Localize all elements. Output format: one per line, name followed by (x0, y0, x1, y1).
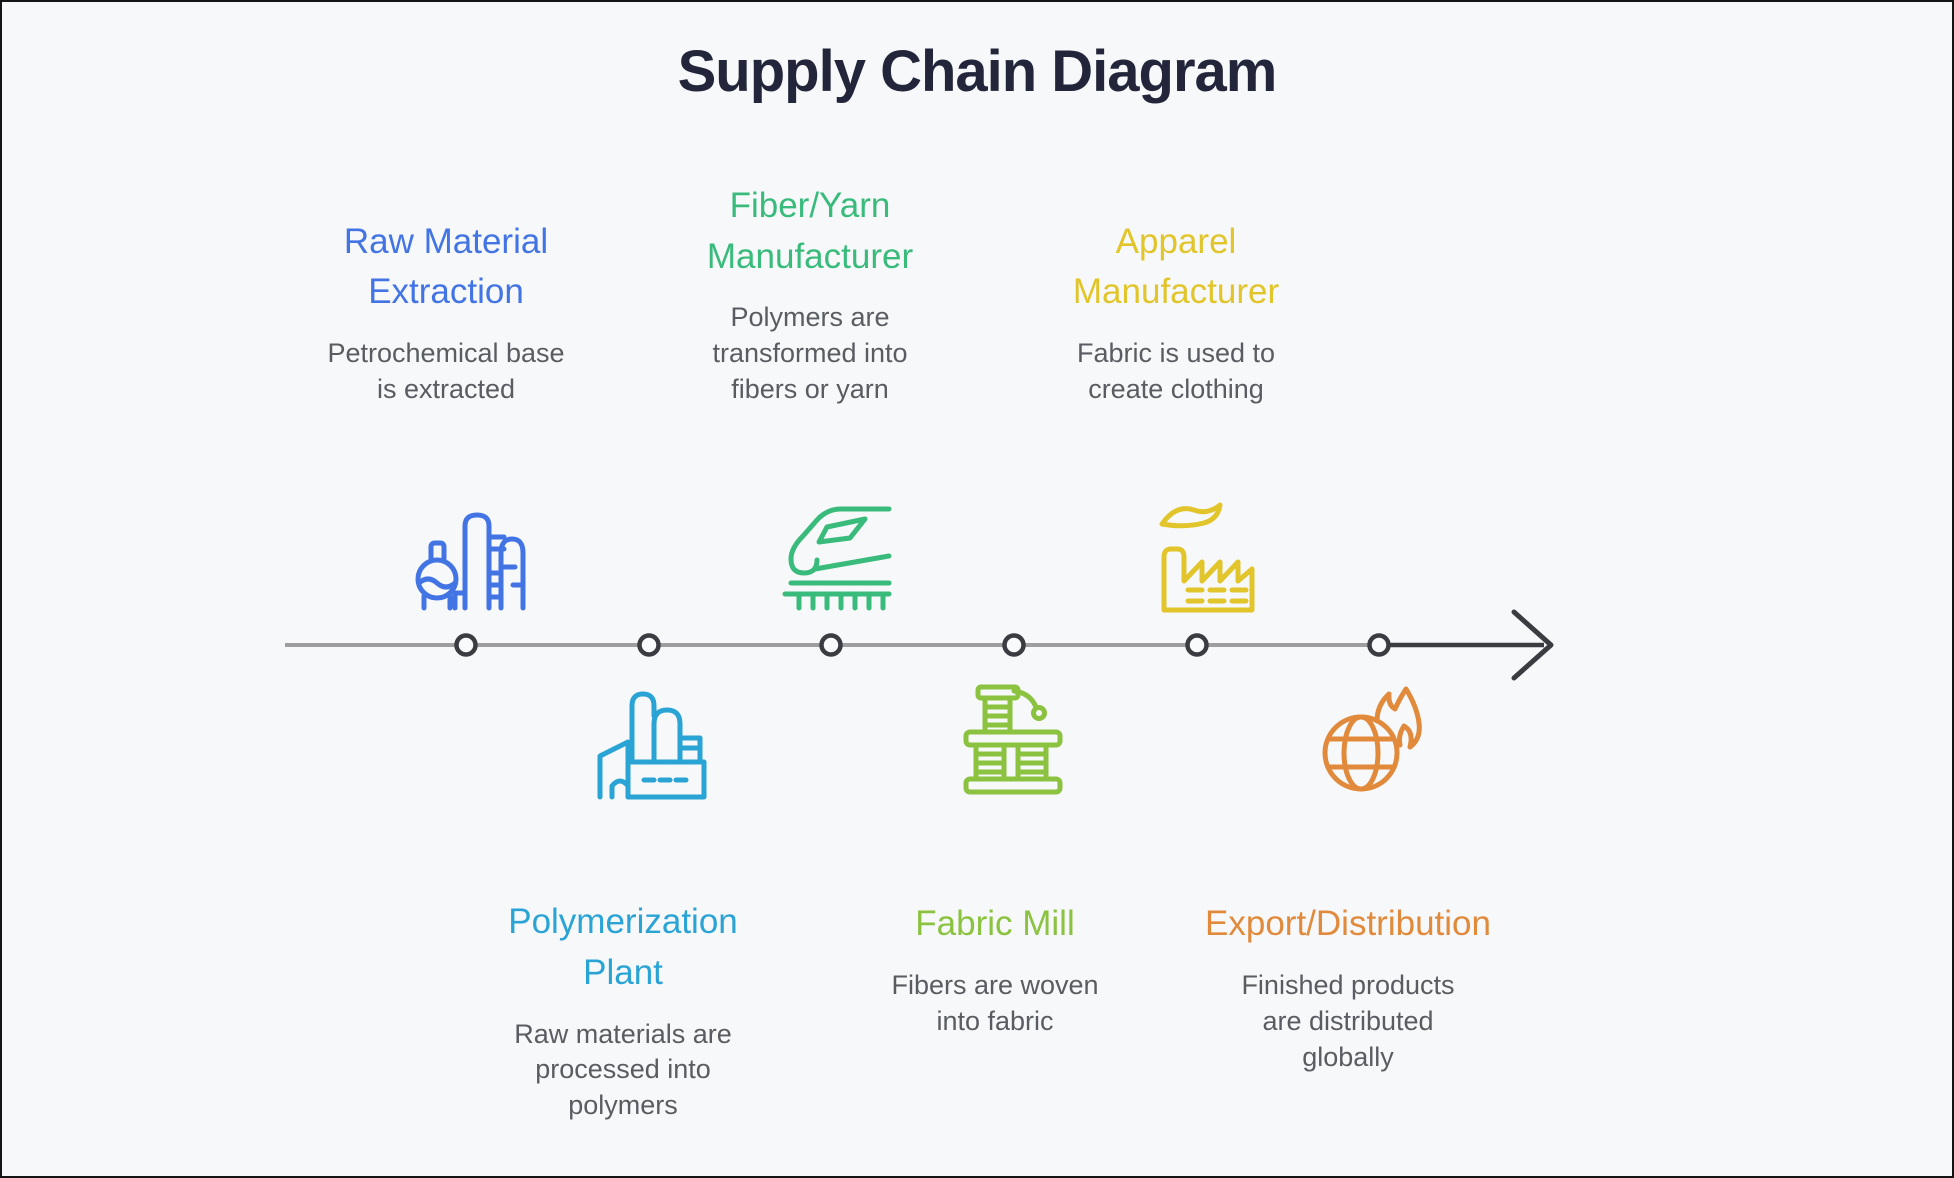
stage-description: Polymers are transformed into fibers or … (712, 302, 908, 405)
stage-raw-material-extraction: Raw Material Extraction Petrochemical ba… (256, 217, 636, 408)
loom-icon (958, 679, 1078, 799)
stage-description: Raw materials are processed into polymer… (514, 1018, 732, 1121)
stage-apparel-manufacturer: Apparel Manufacturer Fabric is used to c… (986, 217, 1366, 408)
oil-refinery-icon (409, 495, 529, 615)
stage-export-distribution: Export/Distribution Finished products ar… (1158, 899, 1538, 1075)
timeline-node-2 (637, 633, 661, 657)
stage-description: Petrochemical base is extracted (327, 338, 565, 405)
page-title: Supply Chain Diagram (677, 39, 1278, 104)
stage-description: Fabric is used to create clothing (1076, 338, 1276, 405)
timeline-node-1 (454, 633, 478, 657)
stage-title: Raw Material Extraction (343, 221, 549, 312)
timeline-node-3 (819, 633, 843, 657)
stage-polymerization-plant: Polymerization Plant Raw materials are p… (433, 897, 813, 1124)
timeline-node-4 (1002, 633, 1026, 657)
stage-description: Finished products are distributed global… (1241, 969, 1455, 1072)
stage-title: Export/Distribution (1205, 904, 1491, 943)
factory-icon (1148, 495, 1268, 615)
chemical-plant-icon (592, 682, 712, 802)
stage-title: Apparel Manufacturer (1072, 221, 1280, 312)
stage-title: Fiber/Yarn Manufacturer (706, 185, 914, 276)
stage-title: Fabric Mill (915, 904, 1075, 943)
timeline-node-6 (1367, 633, 1391, 657)
stage-fabric-mill: Fabric Mill Fibers are woven into fabric (805, 899, 1185, 1040)
timeline-node-5 (1185, 633, 1209, 657)
stage-description: Fibers are woven into fabric (891, 969, 1099, 1036)
fiber-extruder-icon (777, 493, 897, 613)
stage-fiber-yarn-manufacturer: Fiber/Yarn Manufacturer Polymers are tra… (620, 181, 1000, 408)
stage-title: Polymerization Plant (508, 902, 738, 992)
globe-flame-icon (1315, 675, 1435, 795)
timeline-arrowhead-icon (1511, 609, 1554, 681)
